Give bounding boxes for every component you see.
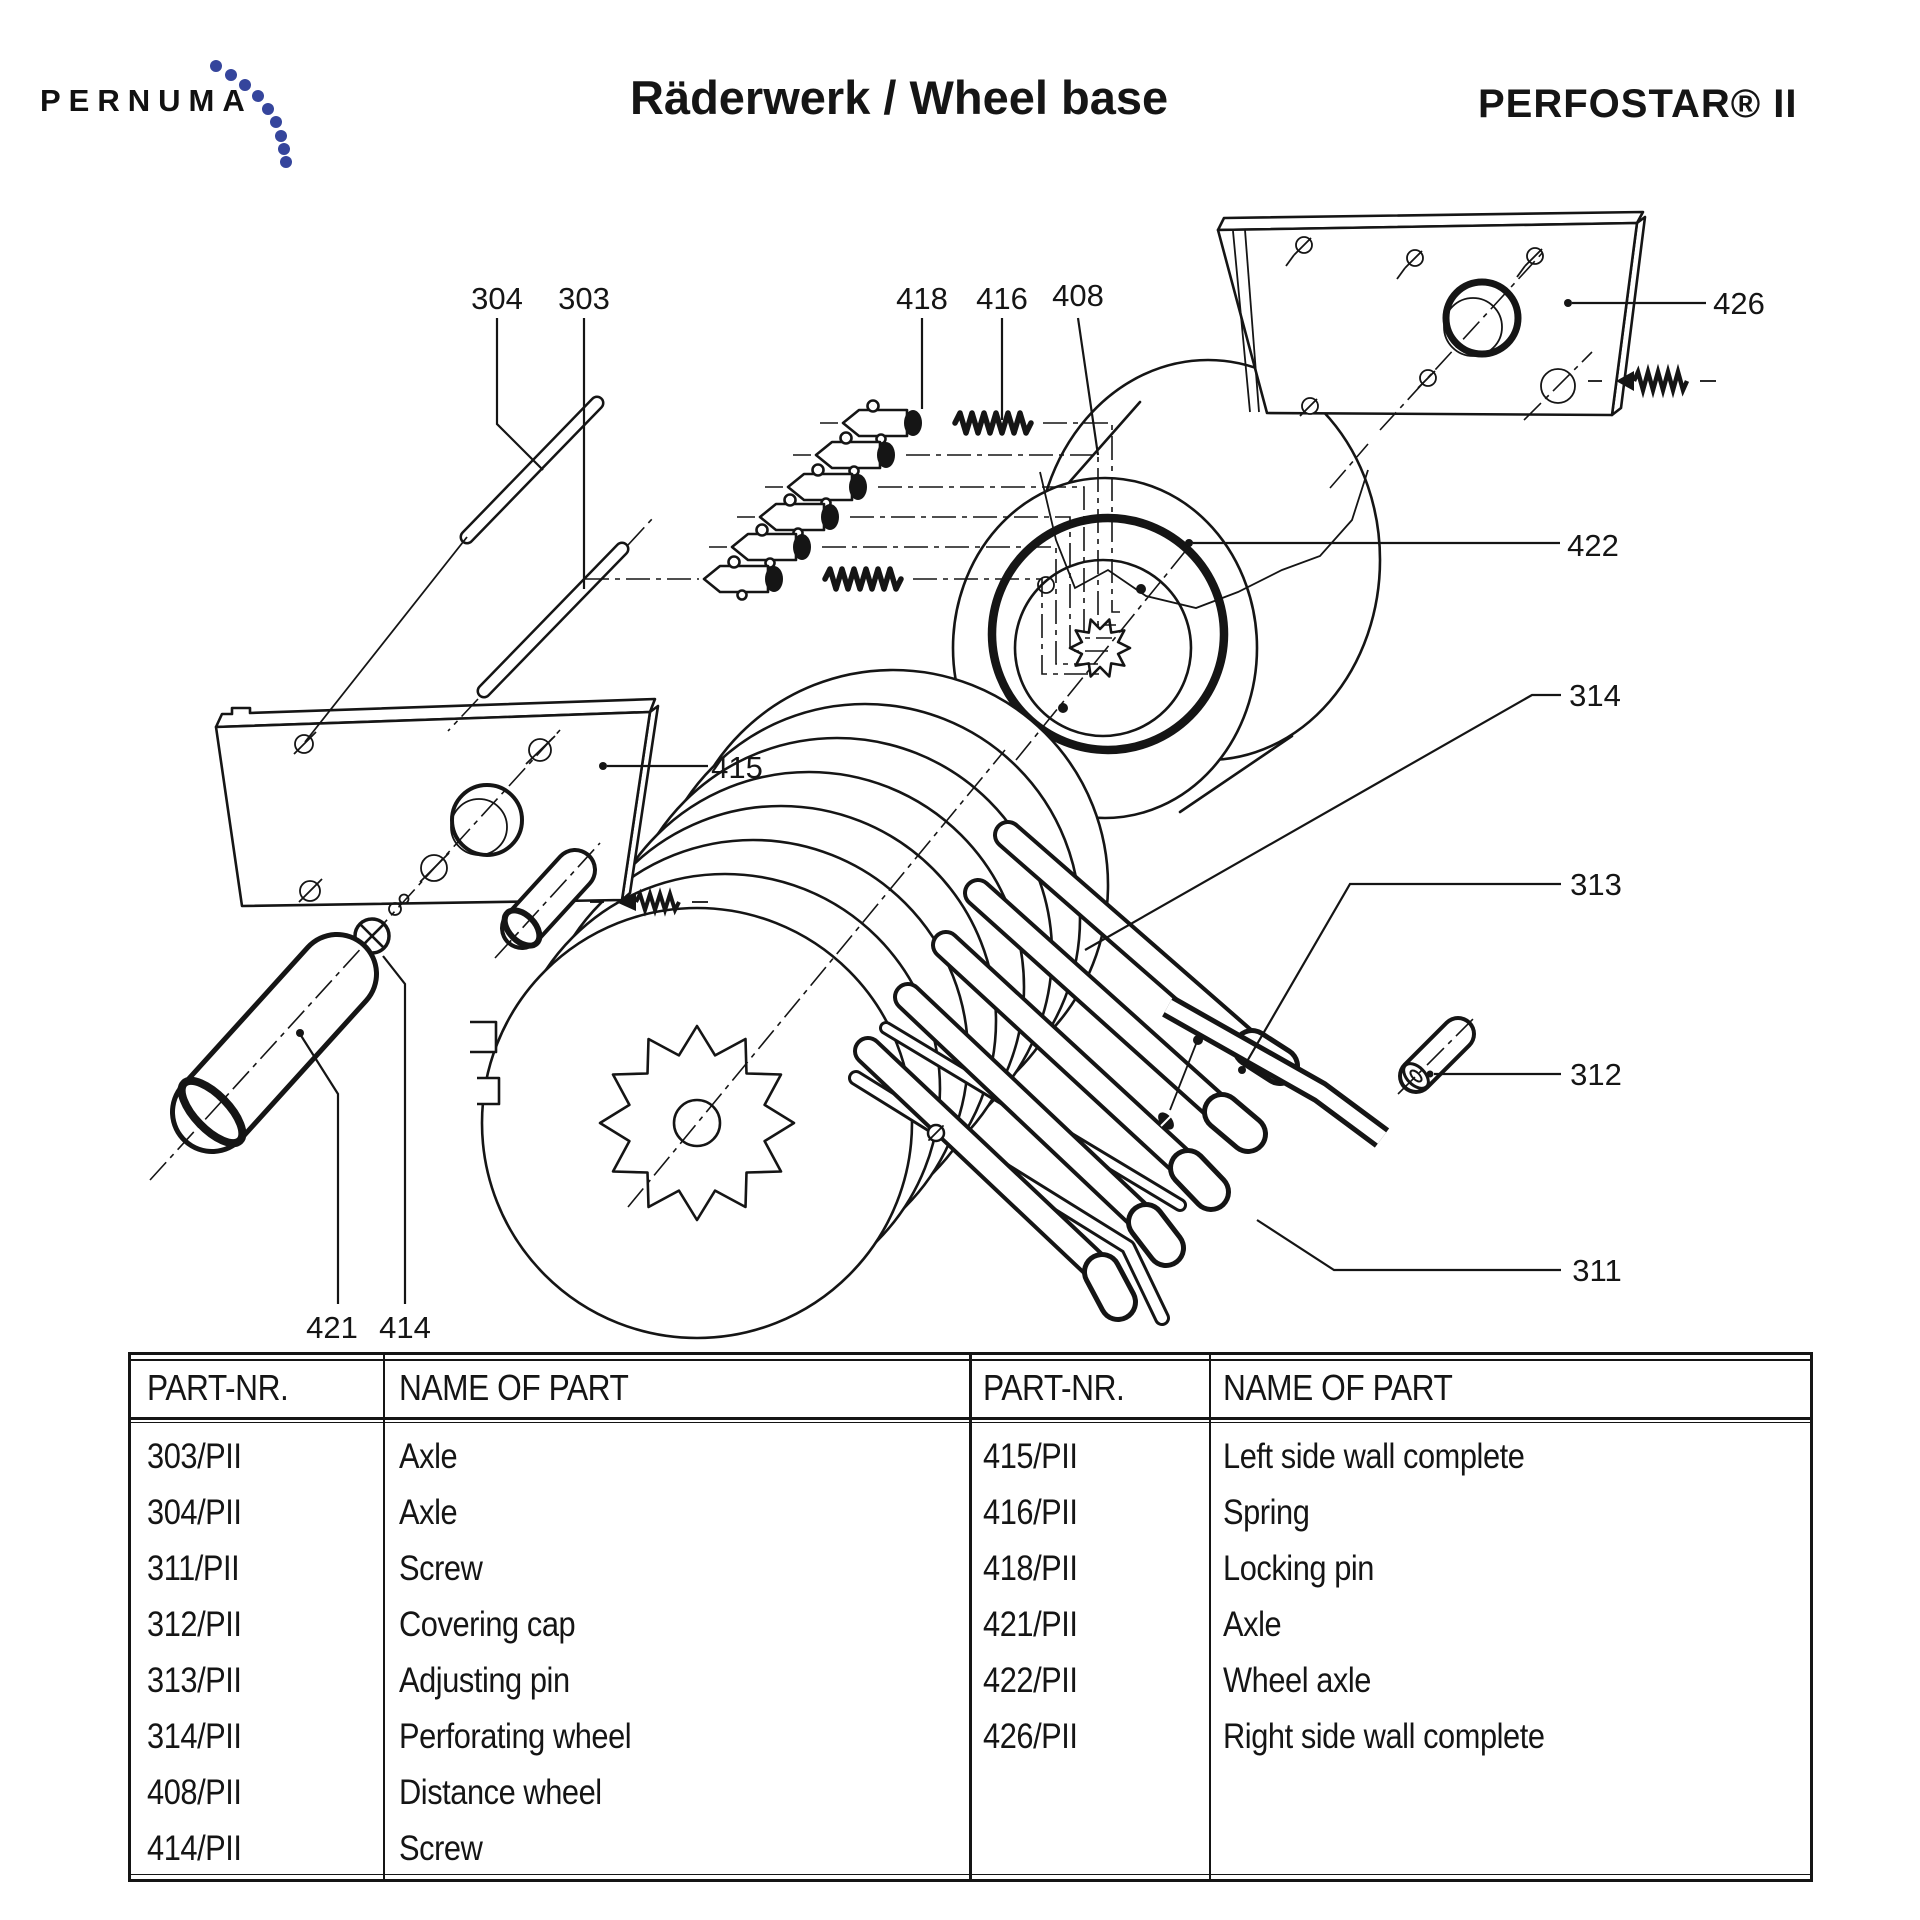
callout-415: 415 xyxy=(711,750,763,785)
part-name-cell: Axle xyxy=(399,1493,458,1532)
part-axle-421 xyxy=(170,932,379,1154)
part-name-cell: Adjusting pin xyxy=(399,1661,570,1700)
callout-313: 313 xyxy=(1570,867,1622,902)
part-nr-cell: 415/PII xyxy=(983,1437,1078,1476)
part-nr-cell: 314/PII xyxy=(147,1717,242,1756)
part-nr-cell: 426/PII xyxy=(983,1717,1078,1756)
parts-table: PART-NR. NAME OF PART PART-NR. NAME OF P… xyxy=(128,1352,1813,1882)
assembly-centerlines xyxy=(149,249,1593,1208)
callout-303: 303 xyxy=(558,281,610,316)
part-locking-pins-418 xyxy=(585,399,924,601)
part-covering-cap-312 xyxy=(1397,1015,1477,1095)
callout-418: 418 xyxy=(896,281,948,316)
callout-421: 421 xyxy=(306,1310,358,1340)
part-nr-cell: 414/PII xyxy=(147,1829,242,1868)
part-axle-304 xyxy=(304,395,605,743)
part-nr-cell: 313/PII xyxy=(147,1661,242,1700)
callout-312: 312 xyxy=(1570,1057,1622,1092)
part-right-side-wall-426 xyxy=(1039,210,1716,609)
part-name-cell: Distance wheel xyxy=(399,1773,602,1812)
callout-422: 422 xyxy=(1567,528,1619,563)
page-title: Räderwerk / Wheel base xyxy=(630,71,1169,124)
part-name-cell: Axle xyxy=(399,1437,458,1476)
col-header-part-nr-right: PART-NR. xyxy=(983,1367,1125,1408)
callout-408: 408 xyxy=(1052,278,1104,313)
part-perforating-wheels-314 xyxy=(470,668,1110,1340)
part-nr-cell: 422/PII xyxy=(983,1661,1078,1700)
part-nr-cell: 303/PII xyxy=(147,1437,242,1476)
part-name-cell: Locking pin xyxy=(1223,1549,1374,1588)
part-name-cell: Spring xyxy=(1223,1493,1310,1532)
part-adjusting-pin-313 xyxy=(1158,995,1390,1148)
part-axle-303 xyxy=(447,518,653,732)
lever-bar xyxy=(853,820,1300,1322)
part-name-cell: Left side wall complete xyxy=(1223,1437,1525,1476)
part-nr-cell: 418/PII xyxy=(983,1549,1078,1588)
part-nr-cell: 416/PII xyxy=(983,1493,1078,1532)
col-header-name-left: NAME OF PART xyxy=(399,1367,629,1408)
callout-314: 314 xyxy=(1569,678,1621,713)
part-nr-cell: 304/PII xyxy=(147,1493,242,1532)
callout-416: 416 xyxy=(976,281,1028,316)
col-header-name-right: NAME OF PART xyxy=(1223,1367,1453,1408)
exploded-drawing: 304 303 418 416 408 426 422 314 313 312 … xyxy=(149,210,1765,1340)
callout-414: 414 xyxy=(379,1310,431,1340)
levers xyxy=(848,820,1300,1326)
part-nr-cell: 312/PII xyxy=(147,1605,242,1644)
callout-311: 311 xyxy=(1572,1253,1621,1288)
callout-426: 426 xyxy=(1713,286,1765,321)
callout-304: 304 xyxy=(471,281,523,316)
part-name-cell: Screw xyxy=(399,1829,483,1868)
part-name-cell: Right side wall complete xyxy=(1223,1717,1545,1756)
part-name-cell: Covering cap xyxy=(399,1605,576,1644)
logo-text: PERNUMA xyxy=(40,83,253,118)
part-name-cell: Axle xyxy=(1223,1605,1282,1644)
leader-dots xyxy=(296,299,1572,1078)
part-nr-cell: 421/PII xyxy=(983,1605,1078,1644)
part-name-cell: Perforating wheel xyxy=(399,1717,632,1756)
logo: PERNUMA xyxy=(40,60,320,180)
screw-415 xyxy=(590,887,708,917)
part-wheel-axle-422 xyxy=(987,513,1229,755)
part-name-cell: Screw xyxy=(399,1549,483,1588)
screw-426 xyxy=(1588,363,1716,399)
leader-lines xyxy=(299,301,1706,1304)
part-nr-cell: 311/PII xyxy=(147,1549,240,1588)
col-header-part-nr-left: PART-NR. xyxy=(147,1367,289,1408)
part-nr-cell: 408/PII xyxy=(147,1773,242,1812)
part-name-cell: Wheel axle xyxy=(1223,1661,1371,1700)
product-name: PERFOSTAR® II xyxy=(1478,82,1798,126)
